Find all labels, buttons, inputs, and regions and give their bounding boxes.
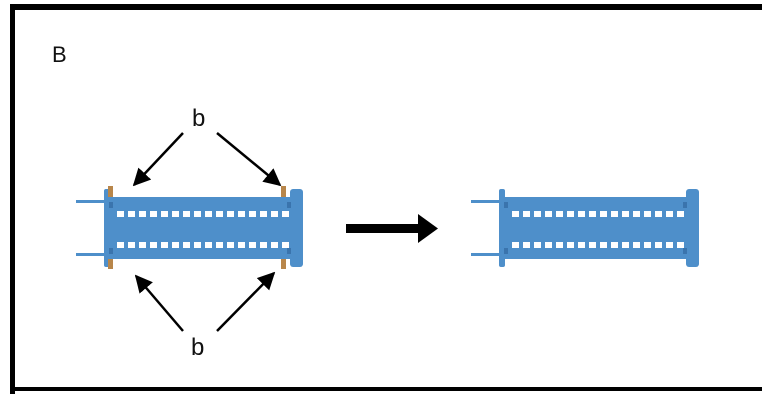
rod-top — [76, 200, 108, 203]
window-slot — [249, 242, 256, 248]
window-slot — [194, 211, 201, 217]
window-slot — [227, 211, 234, 217]
window-slot — [633, 211, 640, 217]
callout-label-top: b — [192, 105, 205, 132]
device-body — [503, 197, 690, 259]
right-cap — [686, 189, 699, 267]
window-slot — [172, 211, 179, 217]
window-slot — [183, 211, 190, 217]
window-slot — [622, 211, 629, 217]
window-slot — [567, 211, 574, 217]
window-slot — [117, 242, 124, 248]
panel-frame — [10, 4, 762, 394]
window-slot — [633, 242, 640, 248]
callout-arrows-bottom — [134, 271, 276, 332]
window-slot — [150, 211, 157, 217]
window-slot — [655, 211, 662, 217]
window-slot — [545, 242, 552, 248]
window-slot — [523, 242, 530, 248]
clip — [281, 259, 286, 269]
window-slot — [589, 211, 596, 217]
window-slot — [117, 211, 124, 217]
window-slot — [205, 242, 212, 248]
knob — [683, 202, 687, 208]
window-slot — [589, 242, 596, 248]
window-slot — [161, 242, 168, 248]
knob — [109, 202, 113, 208]
window-slot — [172, 242, 179, 248]
window-slot — [578, 211, 585, 217]
window-slot — [644, 242, 651, 248]
knob — [504, 248, 508, 254]
knob — [287, 202, 291, 208]
window-slot — [128, 211, 135, 217]
window-slot — [600, 211, 607, 217]
clip — [281, 186, 286, 197]
window-slot — [534, 242, 541, 248]
window-slot — [249, 211, 256, 217]
window-slot — [128, 242, 135, 248]
window-slot — [139, 211, 146, 217]
window-slot — [556, 242, 563, 248]
window-slot — [161, 211, 168, 217]
rod-bottom — [76, 253, 108, 256]
window-slot — [644, 211, 651, 217]
knob — [287, 248, 291, 254]
window-slot — [666, 211, 673, 217]
window-slot — [655, 242, 662, 248]
window-slot — [260, 211, 267, 217]
window-slot — [666, 242, 673, 248]
window-slot — [260, 242, 267, 248]
window-slot — [534, 211, 541, 217]
knob — [109, 248, 113, 254]
right-cap — [290, 189, 303, 267]
right-arrow-icon — [346, 214, 438, 243]
window-slot — [227, 242, 234, 248]
window-slot — [578, 242, 585, 248]
window-slot — [183, 242, 190, 248]
window-slot — [600, 242, 607, 248]
window-slot — [271, 242, 278, 248]
window-slot — [238, 211, 245, 217]
window-slot — [677, 242, 684, 248]
window-slot — [194, 242, 201, 248]
window-slot — [556, 211, 563, 217]
device-without-clips — [471, 189, 699, 267]
window-slot — [271, 211, 278, 217]
window-slot — [523, 211, 530, 217]
panel-label: B — [52, 42, 67, 67]
rod-top — [471, 200, 503, 203]
window-slot — [238, 242, 245, 248]
window-slot — [677, 211, 684, 217]
window-slot — [139, 242, 146, 248]
callout-label-bottom: b — [191, 334, 204, 361]
device-body — [108, 197, 294, 259]
window-slot — [512, 211, 519, 217]
window-slot — [205, 211, 212, 217]
window-slot — [622, 242, 629, 248]
window-slot — [512, 242, 519, 248]
window-slot — [216, 242, 223, 248]
clip — [108, 259, 113, 269]
window-slot — [282, 211, 289, 217]
rod-bottom — [471, 253, 503, 256]
window-slot — [611, 242, 618, 248]
window-slot — [567, 242, 574, 248]
window-slot — [282, 242, 289, 248]
window-slot — [611, 211, 618, 217]
knob — [504, 202, 508, 208]
window-slot — [216, 211, 223, 217]
clip — [108, 186, 113, 197]
callout-arrows-top — [132, 132, 282, 187]
window-slot — [150, 242, 157, 248]
knob — [683, 248, 687, 254]
window-slot — [545, 211, 552, 217]
device-with-clips — [76, 186, 303, 269]
